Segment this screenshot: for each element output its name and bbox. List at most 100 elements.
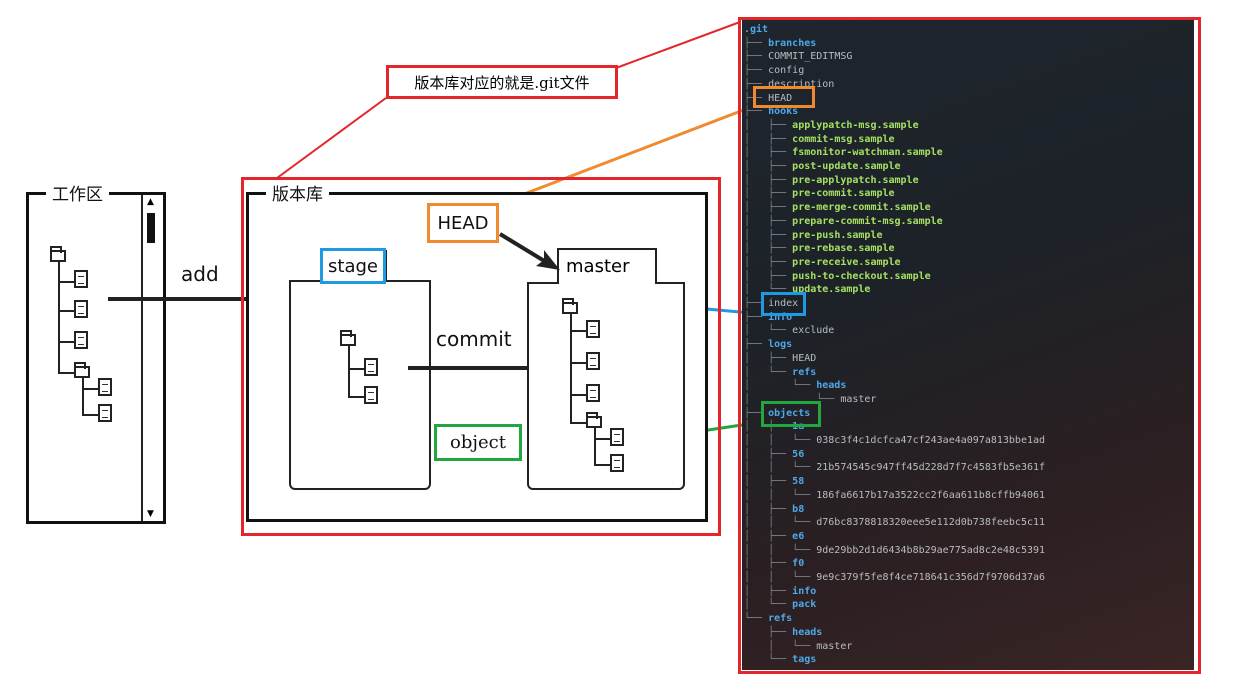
head-label-box: HEAD — [427, 203, 499, 243]
tree-entry-name: pre-applypatch.sample — [792, 174, 919, 186]
repo-title: 版本库 — [266, 180, 329, 205]
tree-entry: │ ├── pre-merge-commit.sample — [744, 201, 931, 215]
tree-entry-name: post-update.sample — [792, 161, 901, 172]
tree-entry-name: description — [768, 78, 835, 90]
tree-branch: │ ├── — [744, 476, 793, 488]
tree-entry-name: prepare-commit-msg.sample — [792, 215, 943, 227]
folder-icon — [50, 246, 66, 262]
tree-entry-name: pre-receive.sample — [792, 256, 901, 268]
tree-entry-name: pre-commit.sample — [792, 188, 895, 200]
tree-entry-name: heads — [816, 380, 847, 392]
file-icon — [586, 352, 600, 370]
tree-entry: │ └── update.sample — [744, 283, 870, 297]
tree-branch: │ │ └── — [744, 544, 817, 556]
tree-line — [58, 372, 74, 374]
workspace-scrollbar[interactable]: ▲ ▼ — [141, 195, 161, 521]
tree-entry: ├── hooks — [744, 105, 798, 119]
tree-branch: ├── — [744, 37, 769, 49]
tree-branch: ├── — [744, 298, 769, 309]
tree-branch: │ └── — [744, 284, 793, 296]
file-icon — [610, 454, 624, 472]
tree-entry: ├── index — [744, 297, 798, 311]
file-icon — [74, 331, 88, 349]
tree-entry-name: 9de29bb2d1d6434b8b29ae775ad8c2e48c5391 — [816, 544, 1046, 556]
scroll-thumb[interactable] — [147, 213, 155, 243]
tree-entry-name: exclude — [792, 325, 835, 337]
tree-entry-name: .git — [744, 24, 769, 35]
tree-entry-name: 56 — [792, 448, 805, 460]
tree-entry: │ │ └── 186fa6617b17a3522cc2f6aa611b8cff… — [744, 489, 1045, 503]
tree-entry: │ ├── 58 — [744, 475, 804, 489]
tree-branch: ├── — [744, 65, 769, 77]
tree-branch: ├── — [744, 626, 793, 638]
tree-line — [58, 310, 74, 312]
git-tree-highlight-box — [738, 17, 1201, 674]
callout-connector-right — [615, 21, 741, 69]
tree-entry: │ ├── pre-applypatch.sample — [744, 174, 919, 188]
tree-entry-name: e6 — [792, 530, 805, 542]
tree-branch: │ ├── — [744, 352, 793, 364]
scroll-down-arrow-icon[interactable]: ▼ — [147, 509, 154, 519]
tree-line — [570, 362, 586, 364]
tree-entry: │ ├── push-to-checkout.sample — [744, 270, 931, 284]
tree-line — [58, 262, 60, 374]
tree-branch: └── — [744, 613, 769, 625]
tree-branch: │ ├── — [744, 215, 793, 227]
folder-icon — [74, 362, 90, 378]
tree-branch: │ └── — [744, 325, 793, 337]
tree-entry-name: index — [768, 298, 799, 309]
workspace-title: 工作区 — [46, 180, 109, 205]
head-connector — [497, 104, 755, 206]
tree-line — [594, 464, 610, 466]
git-folder-callout-text: 版本库对应的就是.git文件 — [414, 73, 590, 92]
tree-entry: ├── objects — [744, 407, 810, 421]
tree-line — [570, 314, 572, 422]
tree-branch: │ └── — [744, 366, 793, 378]
tree-branch: │ ├── — [744, 202, 793, 214]
tree-entry: │ └── master — [744, 393, 876, 407]
file-icon — [610, 428, 624, 446]
tree-entry: │ │ └── d76bc8378818320eee5e112d0b738fee… — [744, 516, 1045, 530]
tree-entry-name: pre-push.sample — [792, 229, 883, 241]
tree-branch: │ ├── — [744, 119, 793, 131]
tree-entry-name: update.sample — [792, 284, 871, 296]
tree-entry-name: objects — [768, 407, 811, 419]
tree-entry: │ ├── e6 — [744, 530, 804, 544]
tree-entry-name: refs — [792, 366, 817, 378]
tree-entry-name: master — [840, 393, 877, 405]
tree-entry: .git — [744, 23, 768, 37]
tree-line — [594, 438, 610, 440]
tree-entry: ├── description — [744, 78, 834, 92]
folder-icon — [340, 330, 356, 346]
tree-entry: ├── logs — [744, 338, 792, 352]
tree-entry-name: 58 — [792, 476, 805, 488]
scroll-up-arrow-icon[interactable]: ▲ — [147, 197, 154, 207]
tree-branch: │ └── — [744, 640, 817, 652]
tree-entry-name: 186fa6617b17a3522cc2f6aa611b8cffb94061 — [816, 489, 1046, 501]
tree-entry-name: 038c3f4c1dcfca47cf243ae4a097a813bbe1ad — [816, 435, 1046, 446]
tree-line — [570, 422, 586, 424]
tree-entry: └── tags — [744, 653, 816, 667]
tree-entry: │ ├── b8 — [744, 503, 804, 517]
file-icon — [586, 320, 600, 338]
tree-entry-name: 9e9c379f5fe8f4ce718641c356d7f9706d37a6 — [816, 572, 1046, 583]
tree-branch: │ ├── — [744, 243, 793, 255]
file-icon — [364, 358, 378, 376]
tree-entry: │ └── heads — [744, 379, 846, 393]
tree-branch: ├── — [744, 51, 769, 63]
tree-entry: │ ├── pre-push.sample — [744, 229, 882, 243]
tree-entry: ├── branches — [744, 37, 816, 51]
workspace-panel: ▲ ▼ — [26, 192, 166, 524]
tree-entry-name: COMMIT_EDITMSG — [768, 51, 853, 63]
tree-line — [82, 378, 84, 414]
tree-branch: │ │ └── — [744, 517, 817, 529]
tree-branch: ├── — [744, 78, 769, 90]
tree-branch: │ │ └── — [744, 435, 817, 446]
tree-branch: │ ├── — [744, 503, 793, 515]
tree-branch: │ │ └── — [744, 489, 817, 501]
object-label: object — [450, 432, 506, 453]
tree-entry-name: hooks — [768, 106, 799, 118]
tree-branch: │ └── — [744, 599, 793, 611]
tree-branch: │ ├── — [744, 174, 793, 186]
tree-branch: │ ├── — [744, 147, 793, 159]
